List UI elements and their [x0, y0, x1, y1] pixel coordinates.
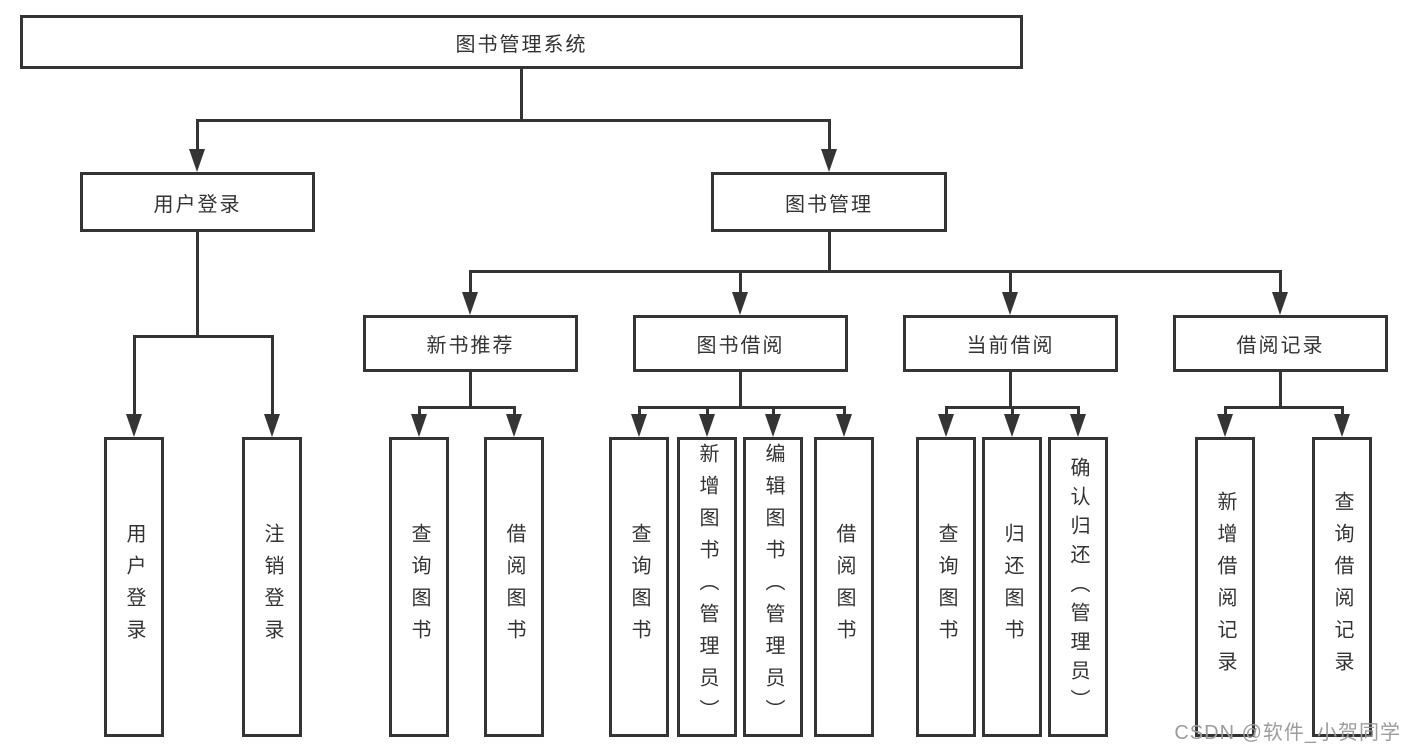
node-label: 查询图书 — [628, 523, 650, 651]
node-new-book-recommend: 新书推荐 — [363, 315, 578, 372]
leaf-query-book-2: 查询图书 — [609, 437, 669, 737]
connector-line — [513, 406, 516, 414]
arrow-down-icon — [126, 414, 142, 437]
arrow-down-icon — [699, 414, 715, 437]
connector-line — [1009, 270, 1012, 292]
leaf-borrow-book-2: 借阅图书 — [814, 437, 874, 737]
leaf-borrow-book-1: 借阅图书 — [484, 437, 544, 737]
connector-line — [828, 232, 831, 272]
connector-line — [1341, 406, 1344, 414]
connector-line — [1224, 406, 1227, 414]
arrow-down-icon — [938, 414, 954, 437]
node-label: 用户登录 — [153, 193, 242, 216]
connector-line — [739, 270, 742, 292]
leaf-add-book-admin: 新增图书（管理员） — [677, 437, 737, 737]
connector-line — [133, 335, 136, 414]
leaf-logout: 注销登录 — [242, 437, 302, 737]
node-label: 查询图书 — [408, 523, 430, 651]
arrow-down-icon — [1004, 414, 1020, 437]
connector-line — [469, 270, 472, 292]
connector-line — [843, 406, 846, 414]
arrow-down-icon — [189, 149, 205, 172]
connector-line — [1011, 406, 1014, 414]
arrow-down-icon — [836, 414, 852, 437]
leaf-query-book-3: 查询图书 — [916, 437, 976, 737]
node-label: 用户登录 — [123, 523, 145, 651]
node-label: 图书借阅 — [696, 335, 785, 357]
node-book-borrow: 图书借阅 — [633, 315, 848, 372]
arrow-down-icon — [821, 149, 837, 172]
connector-line — [638, 406, 641, 414]
connector-line — [1279, 372, 1282, 408]
arrow-down-icon — [264, 414, 280, 437]
node-current-borrow: 当前借阅 — [903, 315, 1118, 372]
arrow-down-icon — [1334, 414, 1350, 437]
connector-line — [418, 406, 421, 414]
arrow-down-icon — [462, 292, 478, 315]
connector-line — [520, 69, 523, 121]
node-book-management: 图书管理 — [711, 172, 947, 232]
connector-line — [739, 372, 742, 408]
node-label: 确认归还（管理员） — [1067, 456, 1089, 718]
connector-line — [196, 119, 199, 150]
arrow-down-icon — [765, 414, 781, 437]
node-label: 归还图书 — [1001, 523, 1023, 651]
leaf-query-borrow-record: 查询借阅记录 — [1312, 437, 1372, 737]
arrow-down-icon — [631, 414, 647, 437]
connector-line — [469, 270, 1282, 273]
connector-line — [418, 406, 516, 409]
node-label: 借阅记录 — [1236, 335, 1325, 357]
node-root-library-system: 图书管理系统 — [20, 15, 1023, 69]
arrow-down-icon — [506, 414, 522, 437]
leaf-add-borrow-record: 新增借阅记录 — [1195, 437, 1255, 737]
node-label: 借阅图书 — [503, 523, 525, 651]
node-user-login: 用户登录 — [80, 172, 315, 232]
csdn-watermark: CSDN @软件_小贺同学 — [1174, 722, 1401, 744]
node-label: 查询借阅记录 — [1331, 491, 1353, 683]
leaf-return-book: 归还图书 — [982, 437, 1042, 737]
arrow-down-icon — [732, 292, 748, 315]
arrow-down-icon — [1002, 292, 1018, 315]
node-label: 图书管理 — [785, 193, 873, 216]
node-label: 借阅图书 — [833, 523, 855, 651]
connector-line — [638, 406, 846, 409]
connector-line — [196, 119, 831, 122]
connector-line — [1009, 372, 1012, 408]
node-label: 新书推荐 — [426, 335, 515, 357]
connector-line — [945, 406, 948, 414]
connector-line — [469, 372, 472, 408]
leaf-query-book-1: 查询图书 — [389, 437, 449, 737]
leaf-confirm-return-admin: 确认归还（管理员） — [1048, 437, 1108, 737]
node-label: 注销登录 — [261, 523, 283, 651]
connector-line — [772, 406, 775, 414]
connector-line — [196, 232, 199, 337]
connector-line — [828, 119, 831, 150]
connector-line — [1077, 406, 1080, 414]
leaf-edit-book-admin: 编辑图书（管理员） — [743, 437, 803, 737]
connector-line — [1224, 406, 1344, 409]
arrow-down-icon — [1272, 292, 1288, 315]
node-label: 编辑图书（管理员） — [762, 443, 784, 731]
arrow-down-icon — [411, 414, 427, 437]
connector-line — [271, 335, 274, 414]
connector-line — [133, 335, 274, 338]
node-label: 新增图书（管理员） — [696, 443, 718, 731]
node-label: 新增借阅记录 — [1214, 491, 1236, 683]
connector-line — [706, 406, 709, 414]
node-borrow-record: 借阅记录 — [1173, 315, 1388, 372]
node-label: 查询图书 — [935, 523, 957, 651]
arrow-down-icon — [1217, 414, 1233, 437]
arrow-down-icon — [1070, 414, 1086, 437]
leaf-user-login: 用户登录 — [104, 437, 164, 737]
connector-line — [1279, 270, 1282, 292]
node-label: 图书管理系统 — [455, 33, 588, 56]
node-label: 当前借阅 — [966, 335, 1055, 357]
